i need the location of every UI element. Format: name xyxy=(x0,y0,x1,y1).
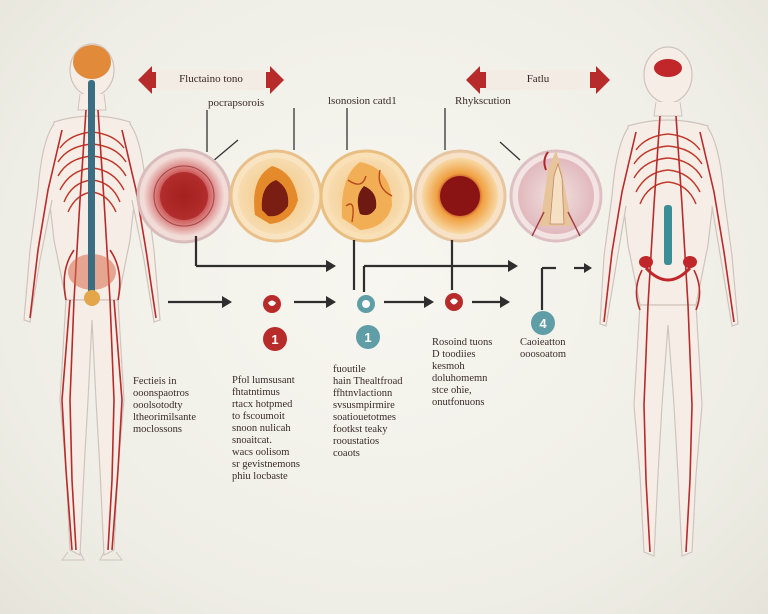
step-badge-1: 1 xyxy=(263,327,287,351)
stage-circle-4 xyxy=(413,149,507,243)
left-brain xyxy=(73,45,111,79)
text-block-col3: Rosoind tuons D toodiies kesmoh doluhome… xyxy=(432,337,493,408)
stage-circle-2 xyxy=(229,149,323,243)
left-spine xyxy=(88,80,95,300)
header-label-3: Rhykscution xyxy=(455,95,511,107)
stage-circle-1 xyxy=(136,148,232,244)
header-label-2: lsonosion catd1 xyxy=(328,95,397,107)
stage-circle-3 xyxy=(319,149,413,243)
right-body-figure xyxy=(599,46,739,557)
text-block-col1: Pfol lumsusant fhtatntimus rtacx hotpmed… xyxy=(232,375,300,482)
step-badge-2: 1 xyxy=(356,325,380,349)
right-banner xyxy=(466,66,610,94)
flow-lines xyxy=(168,236,584,310)
step-badge-4: 4 xyxy=(531,311,555,335)
text-block-col4: Caoieatton ooosoatom xyxy=(520,337,567,360)
text-block-col2: fuoutile hain Thealtfroad ffhtnvlactionn… xyxy=(333,364,403,459)
left-banner xyxy=(138,66,284,94)
arrow-heads xyxy=(222,260,592,308)
right-brain xyxy=(654,59,682,77)
stage-circle-5 xyxy=(509,149,603,243)
leader-lines xyxy=(199,108,521,173)
left-banner-label: Fluctaino tono xyxy=(179,73,243,85)
left-body-figure xyxy=(23,43,161,561)
right-banner-label: Fatlu xyxy=(526,73,550,85)
header-label-1: pocrapsorois xyxy=(208,97,265,109)
right-spine xyxy=(664,205,672,265)
text-block-far-left: Fectieis in ooonspaotros ooolsotodty lth… xyxy=(133,376,196,435)
